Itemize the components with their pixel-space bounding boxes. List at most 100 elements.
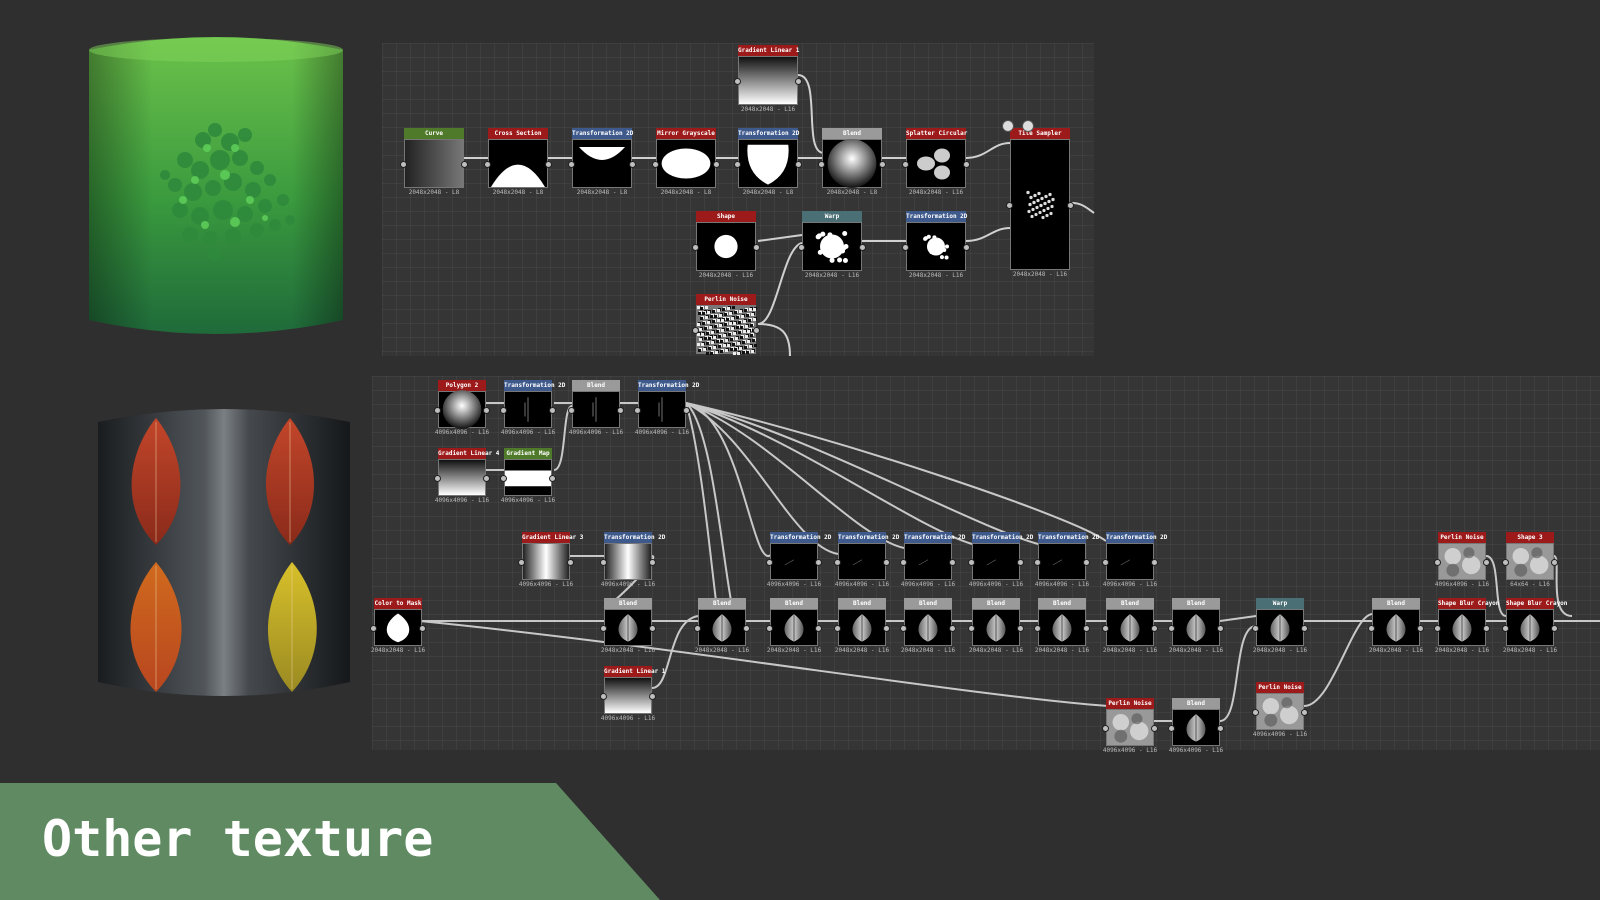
node-input-port[interactable] (834, 624, 841, 632)
node-output-port[interactable] (649, 624, 656, 632)
node-output-port[interactable] (461, 160, 468, 168)
node-output-port[interactable] (1151, 624, 1158, 632)
node-output-port[interactable] (795, 77, 802, 85)
node-output-port[interactable] (753, 326, 760, 334)
node-output-port[interactable] (815, 558, 822, 566)
node-output-port[interactable] (419, 624, 426, 632)
node-input-port[interactable] (1102, 724, 1109, 732)
node-output-port[interactable] (1301, 624, 1308, 632)
node-output-port[interactable] (1151, 558, 1158, 566)
node-input-port[interactable] (652, 160, 659, 168)
node-input-port[interactable] (500, 474, 507, 482)
node-input-port[interactable] (400, 160, 407, 168)
node-output-port[interactable] (567, 558, 574, 566)
node-input-port[interactable] (568, 160, 575, 168)
node-input-port[interactable] (968, 624, 975, 632)
node-input-port[interactable] (818, 160, 825, 168)
node-input-port[interactable] (370, 624, 377, 632)
node-input-port[interactable] (434, 406, 441, 414)
node-output-port[interactable] (1017, 624, 1024, 632)
node-output-port[interactable] (1301, 708, 1308, 716)
node-input-port[interactable] (600, 692, 607, 700)
node-output-port[interactable] (1483, 624, 1490, 632)
node-output-port[interactable] (815, 624, 822, 632)
node-input-port[interactable] (692, 243, 699, 251)
node-output-port[interactable] (1067, 201, 1074, 209)
node-input-port[interactable] (1102, 558, 1109, 566)
node-input-port[interactable] (900, 624, 907, 632)
node-output-port[interactable] (949, 558, 956, 566)
node-output-port[interactable] (753, 243, 760, 251)
node-input-port[interactable] (600, 558, 607, 566)
node-input-port[interactable] (484, 160, 491, 168)
node-input-port[interactable] (1034, 558, 1041, 566)
node-input-port[interactable] (1434, 624, 1441, 632)
node-output-port[interactable] (963, 160, 970, 168)
node-output-port[interactable] (963, 243, 970, 251)
node-input-port[interactable] (734, 77, 741, 85)
node-input-port[interactable] (1368, 624, 1375, 632)
node-input-port[interactable] (1434, 558, 1441, 566)
node-output-port[interactable] (649, 558, 656, 566)
node-output-port[interactable] (879, 160, 886, 168)
node-output-port[interactable] (549, 406, 556, 414)
node-output-port[interactable] (1551, 624, 1558, 632)
graph-node-perlin[interactable]: Perlin Noise (692, 294, 760, 355)
node-input-port[interactable] (902, 160, 909, 168)
node-input-port[interactable] (1252, 624, 1259, 632)
node-input-port[interactable] (1006, 201, 1013, 209)
node-output-port[interactable] (1483, 558, 1490, 566)
node-input-port[interactable] (1502, 624, 1509, 632)
node-input-port[interactable] (834, 558, 841, 566)
node-input-port[interactable] (600, 624, 607, 632)
node-input-port[interactable] (634, 406, 641, 414)
node-output-port[interactable] (617, 406, 624, 414)
node-output-port[interactable] (545, 160, 552, 168)
node-output-port[interactable] (549, 474, 556, 482)
node-input-port[interactable] (1034, 624, 1041, 632)
node-output-port[interactable] (629, 160, 636, 168)
node-output-port[interactable] (713, 160, 720, 168)
node-preview-icon[interactable] (1022, 120, 1034, 132)
node-input-port[interactable] (968, 558, 975, 566)
node-output-port[interactable] (649, 692, 656, 700)
node-output-port[interactable] (1417, 624, 1424, 632)
node-input-port[interactable] (500, 406, 507, 414)
